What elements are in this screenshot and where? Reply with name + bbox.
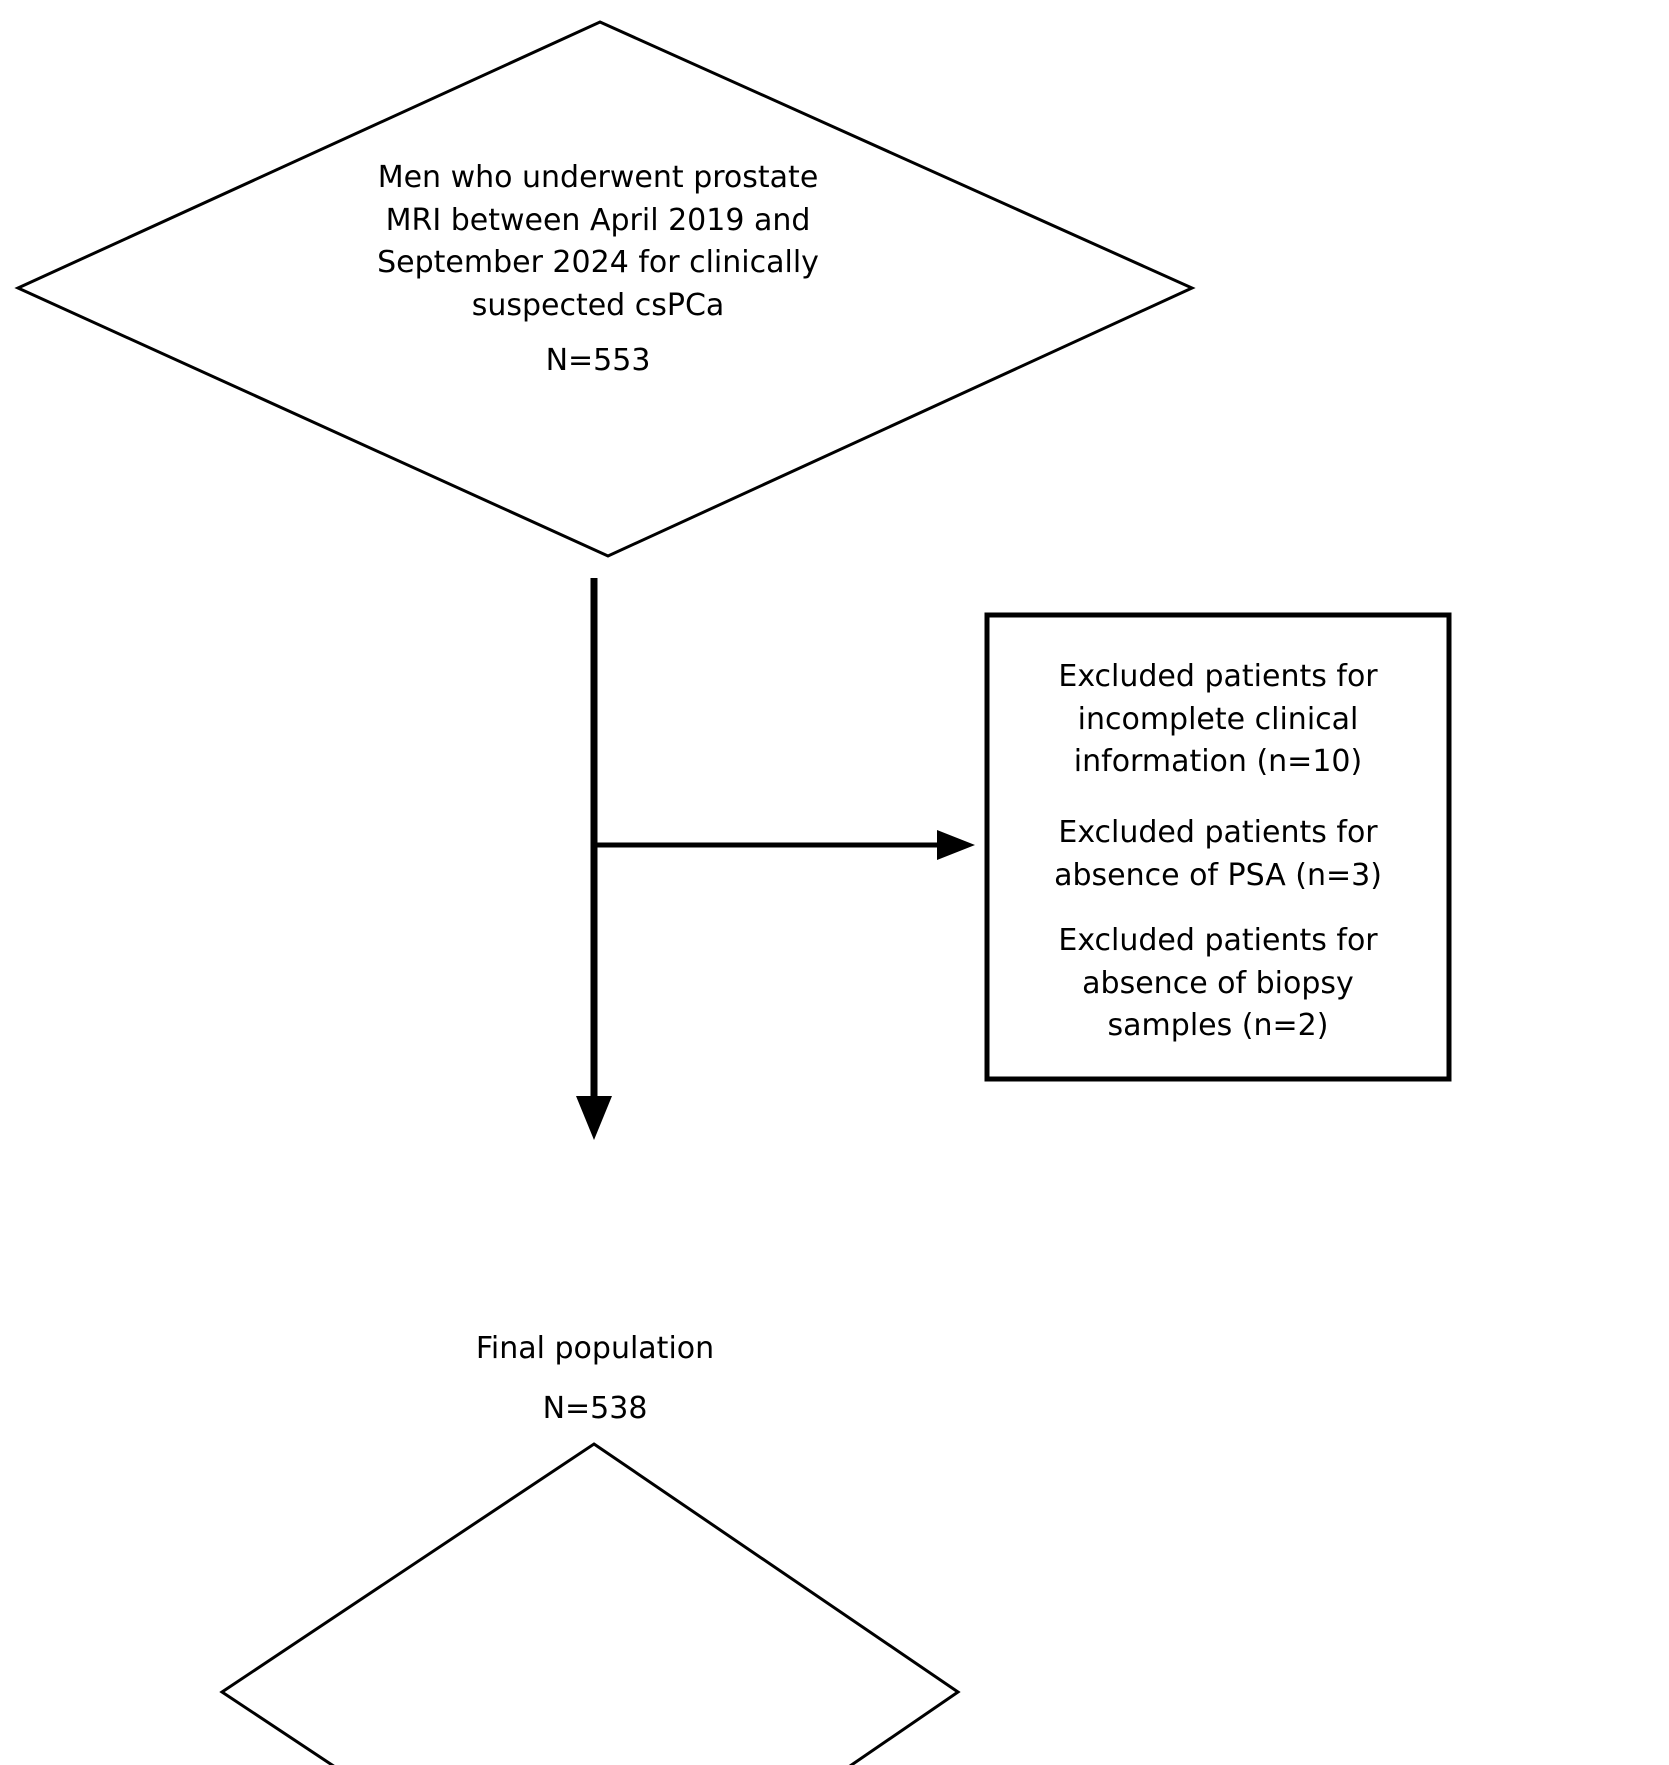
final-population-count: N=538	[542, 1391, 648, 1426]
source-population-diamond	[14, 20, 1196, 558]
horizontal-connector-arrowhead	[937, 830, 975, 860]
exclusion-item-incomplete-clinical-information: Excluded patients for incomplete clinica…	[1058, 659, 1378, 780]
exclusion-item-absence-of-psa: Excluded patients for absence of PSA (n=…	[1054, 815, 1382, 893]
final-population-diamond	[219, 1442, 961, 1765]
exclusions-box	[984, 612, 1452, 1082]
final-population-description: Final population	[475, 1331, 715, 1366]
exclusion-item-absence-of-biopsy-samples: Excluded patients for absence of biopsy …	[1058, 923, 1378, 1044]
source-population-description: Men who underwent prostate MRI between A…	[377, 160, 819, 323]
source-population-count: N=553	[545, 343, 651, 378]
vertical-connector-arrowhead	[576, 1096, 612, 1140]
